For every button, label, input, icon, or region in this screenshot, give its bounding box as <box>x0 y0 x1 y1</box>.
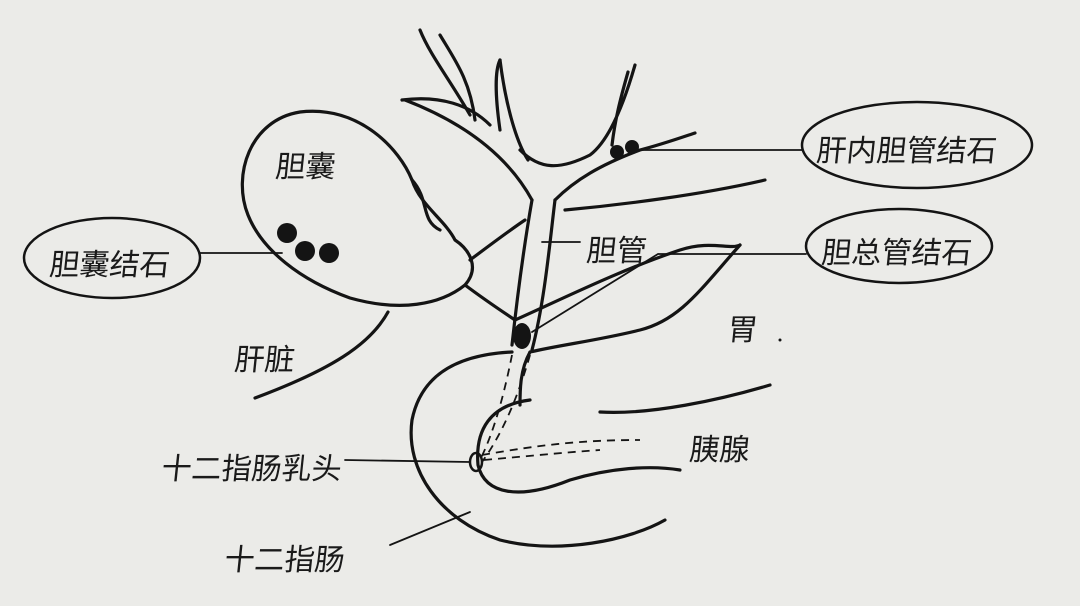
intrahepatic-stone <box>625 140 639 154</box>
duodenal-papilla <box>468 451 484 473</box>
label-gallbladder-stones: 胆囊结石 <box>47 248 172 283</box>
intrahepatic-branch-top <box>400 58 530 162</box>
gallbladder-outline <box>240 109 474 307</box>
label-duodenal-papilla: 十二指肠乳头 <box>159 452 344 487</box>
label-pancreas: 胰腺 <box>687 433 752 468</box>
oval-gallbladder-stones <box>22 216 202 300</box>
gallbladder-stone <box>319 243 339 263</box>
label-stomach: 胃 <box>725 313 760 348</box>
cbd-stone <box>513 323 531 349</box>
leader-cbd-stones <box>531 253 807 333</box>
label-cbd-stones: 胆总管结石 <box>819 236 974 271</box>
gallbladder-stone <box>277 223 297 243</box>
label-gallbladder: 胆囊 <box>273 150 338 185</box>
cystic-duct <box>410 178 527 322</box>
intrahepatic-stone <box>610 145 624 159</box>
pancreatic-duct <box>479 354 641 463</box>
label-liver: 肝脏 <box>232 343 297 378</box>
duodenum-outline <box>409 350 682 548</box>
oval-cbd-stones <box>804 207 994 285</box>
dot-mark <box>778 338 782 342</box>
oval-intrahepatic <box>800 100 1034 190</box>
leader-duodenum <box>389 511 471 546</box>
label-duodenum: 十二指肠 <box>222 543 347 578</box>
gallbladder-stone <box>295 241 315 261</box>
label-intrahepatic-stones: 肝内胆管结石 <box>814 134 999 169</box>
label-bile-duct: 胆管 <box>584 234 649 269</box>
leader-papilla <box>344 459 471 463</box>
stomach-outline <box>528 243 772 414</box>
liver-edge <box>253 310 390 400</box>
common-bile-duct <box>510 198 557 352</box>
